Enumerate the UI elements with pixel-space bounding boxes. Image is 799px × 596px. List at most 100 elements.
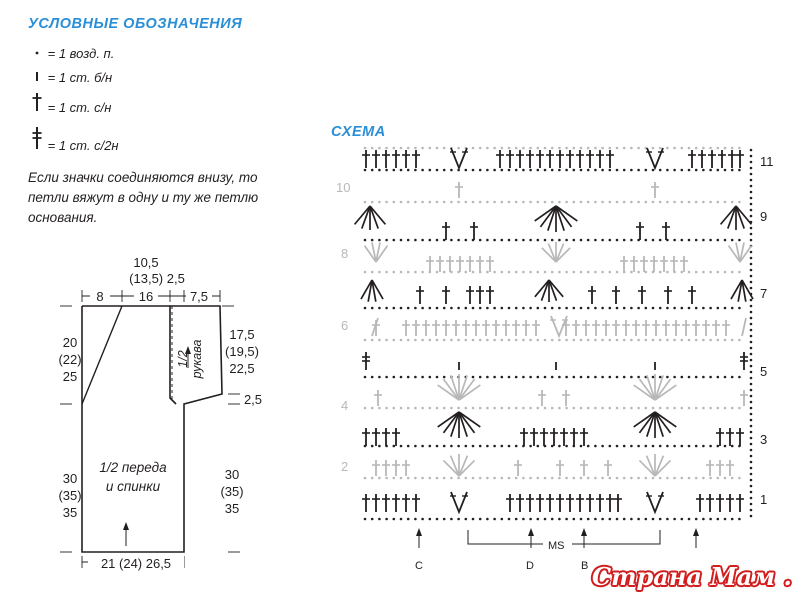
chain-dot	[558, 406, 561, 410]
chain-dot	[579, 270, 583, 274]
chain-dot	[673, 168, 676, 172]
chain-dot	[651, 476, 655, 480]
stitch-symbol	[392, 428, 400, 446]
chain-dot	[749, 178, 753, 182]
chain-dot	[385, 476, 388, 480]
stitch-symbol	[382, 494, 390, 512]
chain-dot	[414, 270, 417, 274]
chain-dot	[514, 168, 518, 172]
chain-dot	[507, 200, 511, 204]
chain-dot	[651, 200, 655, 204]
chain-dot	[363, 200, 367, 204]
stitch-symbol	[520, 428, 528, 446]
chain-dot	[749, 460, 753, 464]
chain-dot	[378, 238, 381, 242]
legend-item: = 1 ст. б/н	[30, 68, 112, 85]
chain-dot	[730, 444, 734, 448]
stitch-symbol	[538, 390, 546, 406]
chain-dot	[550, 168, 554, 172]
legend-item-label: = 1 возд. п.	[47, 46, 115, 61]
stitch-symbol	[688, 286, 696, 304]
chain-dot	[749, 430, 753, 434]
chain-dot	[687, 517, 691, 521]
chain-dot	[730, 146, 734, 150]
chain-dot	[622, 517, 626, 521]
chain-dot	[500, 238, 504, 242]
chain-dot	[694, 306, 698, 310]
chain-dot	[514, 200, 518, 204]
chain-dot	[615, 168, 619, 172]
chain-dot	[529, 270, 532, 274]
chain-dot	[421, 406, 424, 410]
right-upper-dims: 17,5 (19,5) 22,5	[225, 327, 259, 376]
chain-dot	[529, 338, 532, 342]
stitch-symbol	[566, 494, 574, 512]
chain-dot	[680, 375, 684, 379]
stitch-symbol	[682, 320, 690, 336]
stitch-symbol	[692, 320, 700, 336]
chain-dot	[749, 370, 753, 374]
chain-dot	[749, 148, 753, 152]
chain-dot	[385, 517, 388, 521]
chain-dot	[471, 517, 475, 521]
row-number: 11	[760, 154, 774, 169]
stitch-symbol	[492, 320, 500, 336]
top-seg-1: 8	[90, 288, 110, 305]
chain-dot	[709, 517, 712, 521]
stitch-symbol	[502, 320, 510, 336]
chain-dot	[478, 406, 482, 410]
chain-dot	[421, 338, 424, 342]
chain-dot	[594, 375, 597, 379]
chain-dot	[478, 306, 482, 310]
chain-dot	[550, 375, 554, 379]
chain-dot	[749, 346, 753, 350]
chain-dot	[536, 168, 540, 172]
chain-dot	[543, 406, 547, 410]
chain-dot	[522, 338, 525, 342]
stitch-symbol	[688, 150, 696, 168]
chain-dot	[637, 306, 640, 310]
chain-dot	[644, 444, 648, 448]
chain-dot	[738, 168, 741, 172]
chain-dot	[622, 338, 626, 342]
chain-dot	[658, 375, 662, 379]
chain-dot	[716, 168, 720, 172]
chain-dot	[694, 168, 698, 172]
chain-dot	[457, 517, 460, 521]
chain-dot	[536, 406, 540, 410]
chain-dot	[601, 406, 604, 410]
chain-dot	[749, 388, 753, 392]
chain-dot	[565, 306, 568, 310]
chain-dot	[543, 146, 547, 150]
chain-dot	[399, 270, 403, 274]
stitch-symbol	[486, 256, 494, 272]
stitch-symbol	[706, 460, 714, 476]
bottom-dim: 21 (24) 26,5	[88, 555, 184, 572]
chain-dot	[435, 238, 439, 242]
chain-dot	[594, 146, 597, 150]
chain-dot	[730, 200, 734, 204]
chain-dot	[478, 517, 482, 521]
chain-dot	[658, 146, 662, 150]
chain-dot	[392, 168, 396, 172]
chain-dot	[442, 270, 446, 274]
chain-dot	[486, 476, 489, 480]
chain-dot	[680, 406, 684, 410]
chain-dot	[694, 146, 698, 150]
stitch-symbol	[612, 286, 620, 304]
stitch-symbol	[372, 150, 380, 168]
stitch-symbol	[392, 460, 400, 476]
chain-dot	[723, 444, 727, 448]
chain-dot	[615, 406, 619, 410]
chain-dot	[550, 338, 554, 342]
chain-dot	[385, 338, 388, 342]
chain-dot	[651, 238, 655, 242]
chain-dot	[536, 238, 540, 242]
chain-dot	[428, 406, 432, 410]
chain-dot	[716, 338, 720, 342]
stitch-symbol	[402, 150, 410, 168]
stitch-symbol	[670, 256, 678, 272]
chain-dot	[709, 338, 712, 342]
chain-dot	[558, 375, 561, 379]
chain-dot	[594, 270, 597, 274]
